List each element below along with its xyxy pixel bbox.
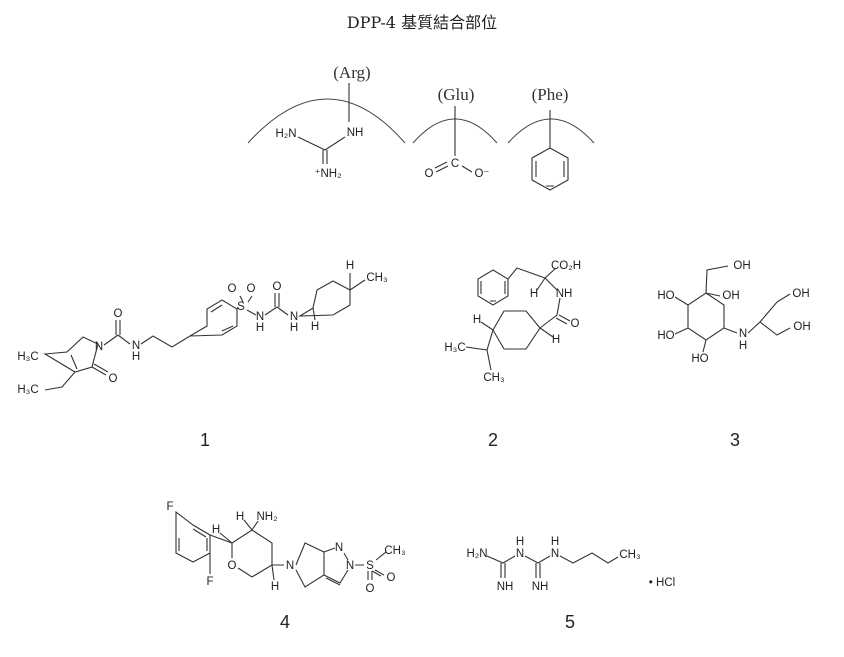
atom-label: CH₃ <box>483 372 505 384</box>
atom-label: CH₃ <box>619 549 641 561</box>
atom-label: NH <box>556 288 573 300</box>
atom-label: H <box>212 524 220 536</box>
atom-label: OH <box>722 290 739 302</box>
atom-label: N <box>286 560 294 572</box>
atom-label: H₂N <box>466 548 487 560</box>
atom-label: O <box>228 283 237 295</box>
compound-5: H₂N N H N H NH NH CH₃ • HCl 5 <box>466 536 675 632</box>
atom-label: H <box>132 351 140 363</box>
atom-label: CO₂H <box>551 260 581 272</box>
arg-nh: NH <box>347 127 364 139</box>
compound-3: OH OH HO HO HO N H OH OH 3 <box>657 260 810 450</box>
atom-label: H <box>346 260 354 272</box>
binding-site: (Arg) (Glu) (Phe) H₂N NH ⁺NH₂ C O O⁻ <box>247 63 595 191</box>
residue-glu: (Glu) <box>438 85 475 104</box>
atom-label: N <box>290 311 298 323</box>
residue-arg: (Arg) <box>333 63 370 82</box>
atom-label: S <box>366 560 374 572</box>
atom-label: N <box>551 548 559 560</box>
atom-label: H <box>256 322 264 334</box>
atom-label: CH₃ <box>384 545 406 557</box>
atom-label: N <box>739 328 747 340</box>
glu-c: C <box>451 158 459 170</box>
atom-label: H <box>271 581 279 593</box>
atom-label: NH <box>497 581 514 593</box>
atom-label: H <box>551 536 559 548</box>
atom-label: H₃C <box>17 351 38 363</box>
atom-label: HO <box>657 290 674 302</box>
atom-label: HO <box>691 353 708 365</box>
phe-benzene <box>531 110 569 191</box>
arg-pocket-arc <box>247 98 406 144</box>
atom-label: H <box>530 288 538 300</box>
compound-number: 2 <box>488 430 498 450</box>
atom-label: N <box>95 341 103 353</box>
atom-label: O <box>571 318 580 330</box>
compound-1: H₃C H₃C N O O N H S O O N H O N H H H CH… <box>17 260 388 450</box>
residue-phe: (Phe) <box>532 85 569 104</box>
arg-h2n: H₂N <box>275 128 296 140</box>
atom-label: H <box>311 321 319 333</box>
atom-label: N <box>256 311 264 323</box>
atom-label: OH <box>733 260 750 272</box>
atom-label: N <box>335 542 343 554</box>
atom-label: H₃C <box>17 384 38 396</box>
atom-label: O <box>109 373 118 385</box>
atom-label: O <box>366 583 375 595</box>
diagram-title: DPP-4 基質結合部位 <box>347 13 497 32</box>
atom-label: H <box>739 340 747 352</box>
atom-label: CH₃ <box>366 272 388 284</box>
atom-label: H <box>290 322 298 334</box>
atom-label: H <box>236 511 244 523</box>
atom-label: N <box>132 340 140 352</box>
glu-o-minus: O⁻ <box>474 168 489 180</box>
atom-label: N <box>516 548 524 560</box>
atom-label: O <box>228 560 237 572</box>
atom-label: OH <box>793 321 810 333</box>
atom-label: H <box>552 334 560 346</box>
atom-label: O <box>387 572 396 584</box>
glu-o: O <box>425 168 434 180</box>
atom-label: F <box>206 576 213 588</box>
compound-2: CO₂H H NH O H H H₃C CH₃ 2 <box>444 260 581 450</box>
atom-label: F <box>166 501 173 513</box>
phe-pocket-arc <box>507 118 595 144</box>
atom-label: H₃C <box>444 342 465 354</box>
atom-label: S <box>237 301 245 313</box>
compound-number: 4 <box>280 612 290 632</box>
compound-number: 3 <box>730 430 740 450</box>
atom-label: • HCl <box>649 577 675 589</box>
atom-label: O <box>273 281 282 293</box>
compound-4: F F H H NH₂ O H N N N S CH₃ O O 4 <box>166 501 405 632</box>
atom-label: NH₂ <box>256 511 277 523</box>
atom-label: HO <box>657 330 674 342</box>
atom-label: N <box>346 560 354 572</box>
compound-number: 1 <box>200 430 210 450</box>
atom-label: OH <box>792 288 809 300</box>
atom-label: H <box>516 536 524 548</box>
atom-label: O <box>114 308 123 320</box>
atom-label: NH <box>532 581 549 593</box>
atom-label: H <box>473 314 481 326</box>
atom-label: O <box>247 283 256 295</box>
compound-number: 5 <box>565 612 575 632</box>
arg-nh2-plus: ⁺NH₂ <box>314 168 341 180</box>
